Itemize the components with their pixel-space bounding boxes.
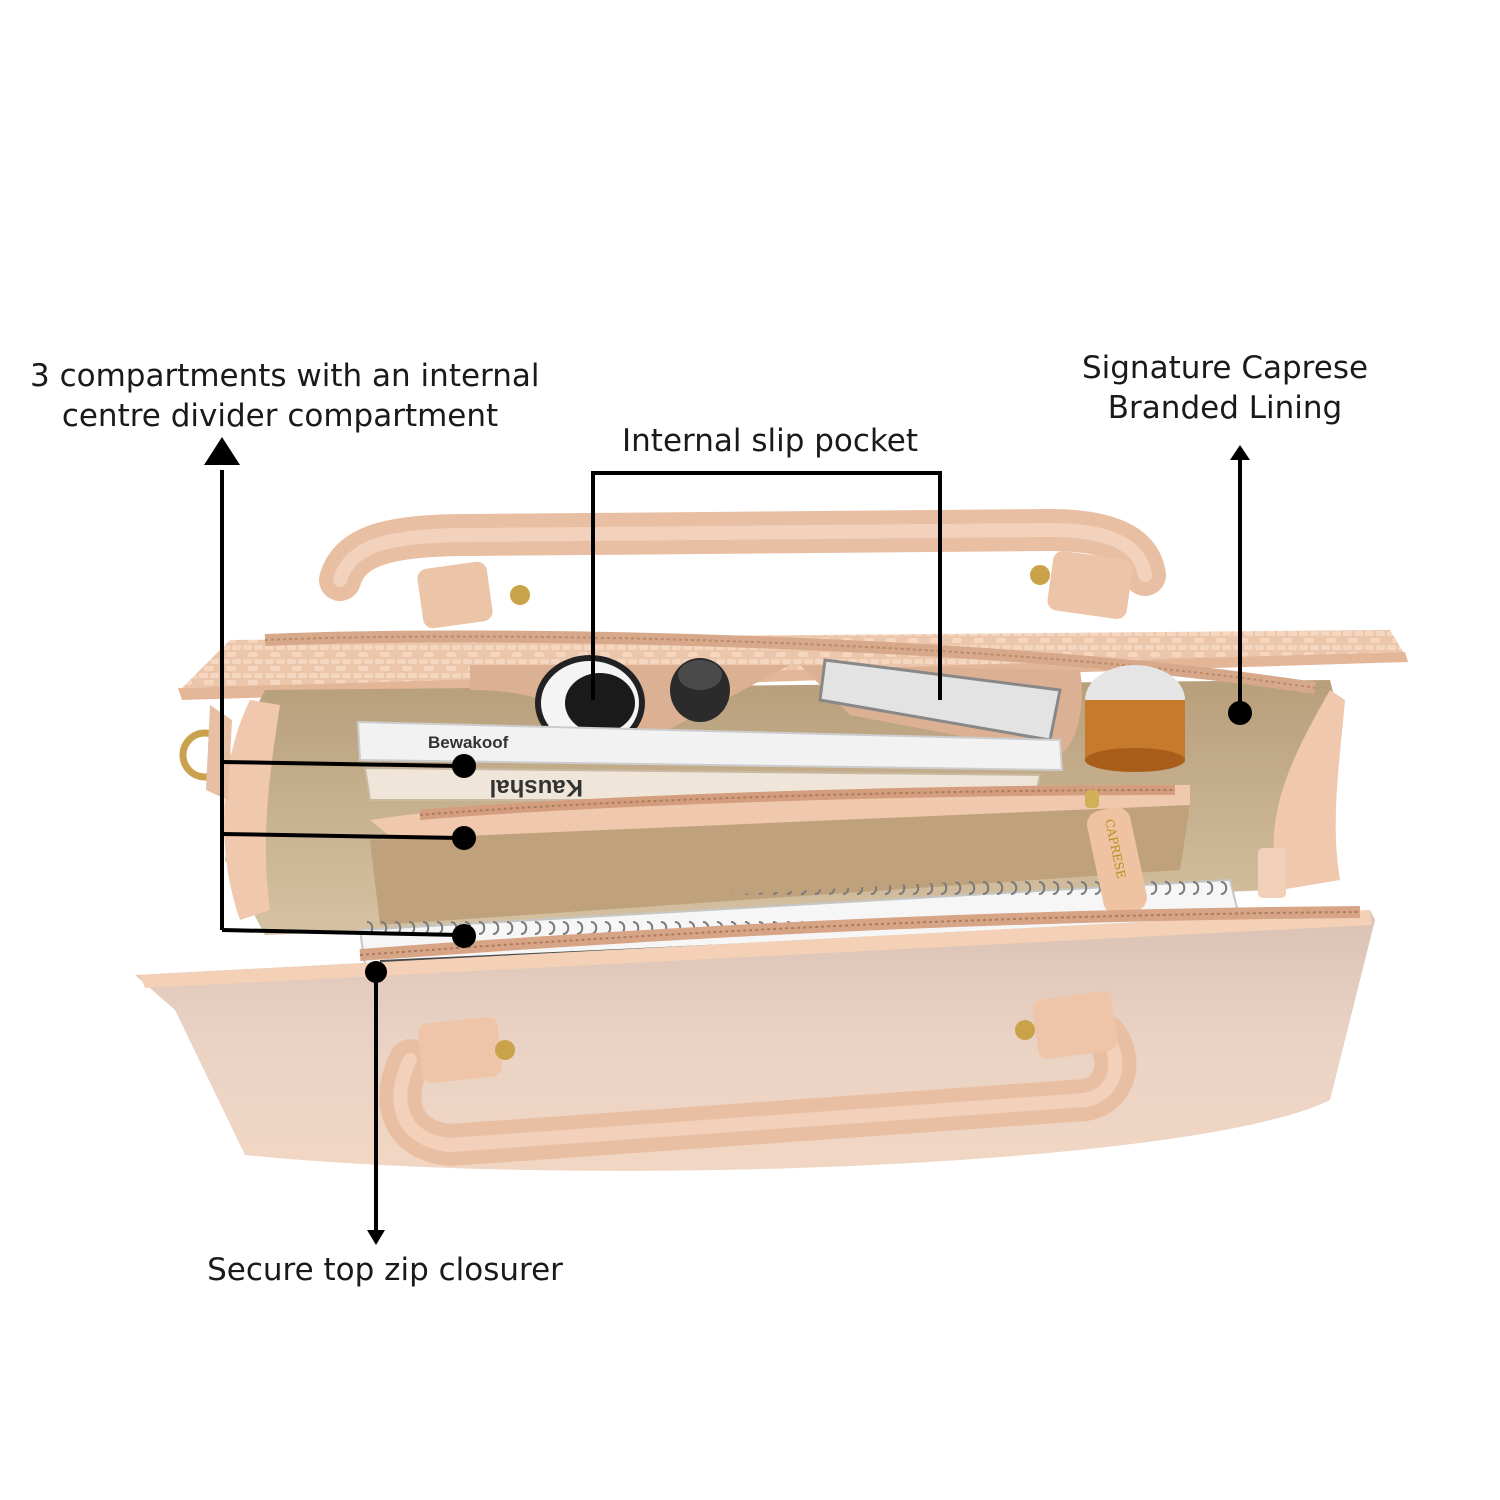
callout-lining-line1: Signature Caprese [1081, 350, 1369, 386]
callout-lining: Signature Caprese Branded Lining [1060, 348, 1390, 428]
callout-zip-closure-text: Secure top zip closurer [207, 1252, 563, 1288]
book-brand-bewakoof: Bewakoof [428, 733, 509, 752]
back-handle [319, 508, 1166, 629]
callout-compartments-line1: 3 compartments with an internal [30, 358, 540, 394]
annotation-lining-pointer [1228, 445, 1252, 725]
callout-slip-pocket: Internal slip pocket [600, 421, 940, 461]
callout-slip-pocket-text: Internal slip pocket [622, 423, 918, 459]
front-handle [379, 991, 1137, 1167]
callout-zip-closure: Secure top zip closurer [200, 1250, 570, 1290]
callout-compartments: 3 compartments with an internal centre d… [30, 356, 540, 436]
annotation-compartments-pointer [204, 437, 476, 948]
annotation-zip-pointer [365, 961, 387, 1245]
callout-lining-line2: Branded Lining [1107, 390, 1343, 426]
zip-pull: CAPRESE [1085, 790, 1147, 915]
book-brand-kaushal: Kaushal [490, 774, 583, 801]
annotation-slip-pocket-bracket [591, 471, 942, 700]
callout-compartments-line2: centre divider compartment [61, 398, 499, 434]
